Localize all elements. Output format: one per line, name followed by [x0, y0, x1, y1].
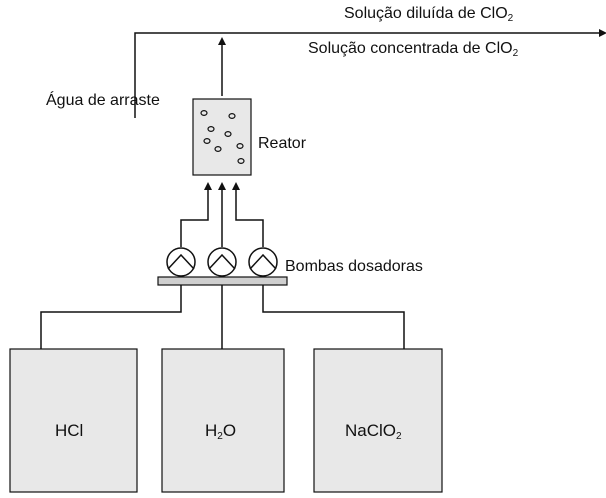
- hcl-tank-line: [40, 285, 182, 349]
- tank-h2o: [161, 348, 285, 493]
- tank-hcl: [9, 348, 138, 493]
- tank-hcl-label: HCl: [55, 421, 84, 440]
- reactor-vessel: [192, 98, 252, 176]
- feed-line-3: [232, 182, 264, 247]
- tank-naclo2: [313, 348, 443, 493]
- dilute-solution-line: [134, 29, 606, 118]
- tank-h2o-label: H2O: [205, 421, 237, 442]
- dilute-solution-label: Solução diluída de ClO2: [344, 5, 514, 24]
- dosing-pumps-label: Bombas dosadoras: [285, 258, 423, 275]
- drag-water-label: Água de arraste: [46, 92, 160, 109]
- reactor-label: Reator: [258, 135, 307, 152]
- concentrated-solution-label: Solução concentrada de ClO2: [308, 40, 519, 59]
- naclo2-tank-line: [262, 285, 405, 349]
- pump-manifold-bar: [157, 276, 288, 286]
- reactor-packing: [200, 109, 245, 165]
- dosing-pump-1: [166, 247, 196, 277]
- dosing-pump-2: [207, 247, 237, 277]
- feed-line-1: [180, 182, 212, 247]
- tank-naclo2-label: NaClO2: [345, 421, 402, 442]
- dosing-pump-3: [248, 247, 278, 277]
